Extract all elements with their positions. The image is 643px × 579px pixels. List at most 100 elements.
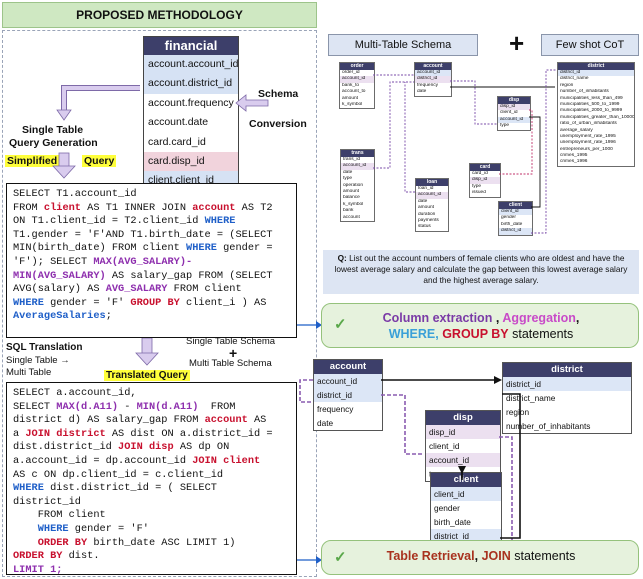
table-row: frequency	[317, 404, 354, 414]
q2-text: dist.district_id	[13, 441, 119, 454]
q2-text: district d) AS salary_gap FROM	[13, 414, 205, 427]
q2-text: AS dp ON	[173, 441, 230, 454]
table-row: region	[560, 82, 574, 88]
table-row: account_id	[341, 163, 374, 170]
table-row: date	[343, 169, 353, 175]
table-row: amount	[342, 95, 358, 101]
statements-label: statements	[510, 549, 576, 563]
table-row: account	[343, 214, 360, 220]
table-row: k_symbol	[342, 101, 363, 107]
q1-agg: MIN(AVG_SALARY)	[13, 269, 106, 282]
financial-table-header: financial	[144, 37, 238, 55]
schema-table-district: district district_id district_name regio…	[557, 62, 635, 167]
table-row: client_id	[500, 110, 518, 116]
query-highlight: Query	[82, 155, 117, 167]
q2-orderby: ORDER BY	[13, 550, 63, 563]
q2-text: -	[118, 400, 137, 413]
table-row: client_id	[429, 441, 460, 451]
schema-table-loan: loan loan_id account_id date amount dura…	[415, 178, 449, 232]
table-row: disp_id	[426, 425, 500, 439]
table-row: date	[418, 198, 428, 204]
financial-row: card.disp_id	[144, 151, 238, 172]
schema-table-account: account account_id district_id frequency…	[414, 62, 452, 97]
table-row: account_id	[416, 192, 448, 199]
q2-table: account	[204, 414, 248, 427]
translated-query-highlight: Translated Query	[104, 370, 190, 381]
q2-agg: MIN(d.A11)	[136, 400, 199, 413]
q2-orderby: ORDER BY	[37, 536, 88, 549]
table-header: client	[431, 473, 501, 487]
q1-text: MIN(birth_date) FROM client	[13, 242, 187, 255]
q2-text: birth_date ASC LIMIT 1)	[87, 536, 236, 549]
q2-join: JOIN	[118, 441, 143, 454]
schema-table-order: order order_id account_id bank_to accoun…	[339, 62, 375, 110]
q2-table: disp	[148, 441, 174, 454]
q2-text: AS dist ON a.district_id =	[105, 427, 273, 440]
mid-label-multi: Multi Table Schema	[189, 358, 272, 369]
table-row: municipalities_greater_than_10000	[560, 114, 634, 120]
table-retrieval-box: ✓ Table Retrieval, JOIN statements	[321, 540, 639, 575]
q1-table-account: account	[192, 201, 236, 214]
table-row: account_id	[426, 453, 500, 467]
multi-table-query: SELECT a.account_id, SELECT MAX(d.A11) -…	[6, 382, 297, 576]
table-row: crimes_1996	[560, 159, 588, 165]
table-row: birth_date	[434, 517, 471, 527]
table-row: district_id	[415, 76, 451, 83]
separator: ,	[575, 311, 580, 325]
table-row: district_id	[503, 377, 631, 391]
table-account: account account_id district_id frequency…	[313, 359, 383, 431]
q2-text: AS	[247, 414, 267, 427]
separator: ,	[474, 549, 482, 563]
table-row: account_to	[342, 89, 366, 95]
question-text: List out the account numbers of female c…	[334, 253, 628, 285]
table-row: date	[417, 89, 427, 95]
schema-table-card: card card_id disp_id type issued	[469, 163, 501, 198]
box2-text: Table Retrieval, JOIN statements	[322, 549, 640, 563]
q1-text: FROM client	[167, 283, 242, 296]
table-header: order	[340, 63, 374, 70]
single-table-query: SELECT T1.account_id FROM client AS T1 I…	[6, 183, 297, 338]
financial-row: card.card_id	[144, 132, 238, 152]
table-retrieval-label: Table Retrieval	[386, 549, 475, 563]
table-row: trans_id	[343, 157, 361, 162]
table-row: order_id	[342, 70, 360, 75]
table-row: gender	[501, 215, 516, 221]
question-box: Q: List out the account numbers of femal…	[323, 250, 639, 294]
table-row: account_id	[498, 116, 530, 124]
q2-limit: LIMIT 1;	[13, 563, 63, 576]
q1-text: FROM	[13, 201, 44, 214]
q2-text: FROM	[198, 400, 236, 413]
q1-alias: AverageSalaries	[13, 310, 106, 323]
table-row: operation	[343, 182, 364, 188]
table-header: disp	[426, 411, 500, 425]
table-row: duration	[418, 211, 436, 217]
column-extraction-label: Column extraction	[382, 311, 493, 325]
table-header: client	[499, 202, 532, 209]
methodology-outline	[2, 30, 317, 577]
q1-agg: -	[186, 255, 193, 268]
join-label: JOIN	[481, 549, 511, 563]
schema-table-client: client client_id gender birth_date distr…	[498, 201, 533, 236]
q1-agg: MAX(AVG_SALARY)	[93, 255, 187, 268]
q1-text: AS T2	[235, 201, 273, 214]
q2-text: a	[13, 427, 26, 440]
q1-text: gender =	[216, 242, 273, 255]
schema-table-disp: disp disp_id client_id account_id type	[497, 96, 531, 131]
question-prefix: Q:	[337, 253, 347, 263]
q1-text: 'F'); SELECT	[13, 255, 94, 268]
table-row: birth_date	[501, 221, 523, 227]
financial-row: account.district_id	[144, 74, 238, 94]
table-row: number_of_inhabitants	[506, 421, 591, 431]
table-row: municipalities_500_to_1999	[560, 101, 620, 107]
table-row: district_id	[431, 529, 501, 543]
table-row: type	[472, 183, 482, 189]
table-header: account	[415, 63, 451, 70]
table-row: disp_id	[470, 177, 500, 184]
column-extraction-box: ✓ Column extraction , Aggregation, WHERE…	[321, 303, 639, 348]
table-row: client_id	[499, 209, 532, 216]
q1-text: AVG(salary) AS	[13, 283, 106, 296]
table-row: district_id	[499, 228, 532, 235]
translation-sub-1: Single Table →	[6, 355, 70, 366]
